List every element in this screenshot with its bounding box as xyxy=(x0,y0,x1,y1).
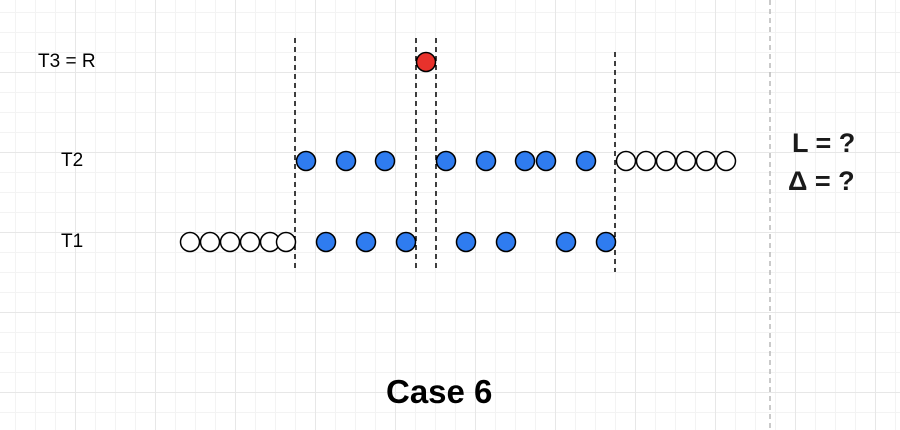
dot-layer xyxy=(179,51,737,253)
t2-blue-dot-3 xyxy=(374,150,396,172)
t1-empty-dot-2 xyxy=(199,231,221,253)
t2-empty-dot-6 xyxy=(715,150,737,172)
case-title: Case 6 xyxy=(386,373,493,410)
dashed-dividers xyxy=(294,0,771,430)
t2-empty-dot-3 xyxy=(655,150,677,172)
t1-blue-dot-7 xyxy=(595,231,617,253)
t1-empty-dot-6 xyxy=(275,231,297,253)
row-label-t1: T1 xyxy=(61,231,84,252)
delta-unknown-label: Δ = ? xyxy=(788,166,855,196)
t2-empty-dot-2 xyxy=(635,150,657,172)
t2-blue-dot-7 xyxy=(535,150,557,172)
t1-empty-dot-4 xyxy=(239,231,261,253)
t1-blue-dot-1 xyxy=(315,231,337,253)
row-label-t2: T2 xyxy=(61,150,84,171)
t2-blue-dot-2 xyxy=(335,150,357,172)
t3-red-dot xyxy=(415,51,437,73)
row-label-t3: T3 = R xyxy=(38,51,96,72)
t1-blue-dot-3 xyxy=(395,231,417,253)
t2-blue-dot-6 xyxy=(514,150,536,172)
t2-empty-dot-4 xyxy=(675,150,697,172)
t1-blue-dot-6 xyxy=(555,231,577,253)
t2-blue-dot-8 xyxy=(575,150,597,172)
l-unknown-label: L = ? xyxy=(792,128,856,158)
t2-blue-dot-5 xyxy=(475,150,497,172)
t1-blue-dot-4 xyxy=(455,231,477,253)
t2-empty-dot-5 xyxy=(695,150,717,172)
t1-empty-dot-1 xyxy=(179,231,201,253)
t1-empty-dot-3 xyxy=(219,231,241,253)
t1-blue-dot-5 xyxy=(495,231,517,253)
t2-blue-dot-1 xyxy=(295,150,317,172)
t2-empty-dot-1 xyxy=(615,150,637,172)
t1-blue-dot-2 xyxy=(355,231,377,253)
t2-blue-dot-4 xyxy=(435,150,457,172)
